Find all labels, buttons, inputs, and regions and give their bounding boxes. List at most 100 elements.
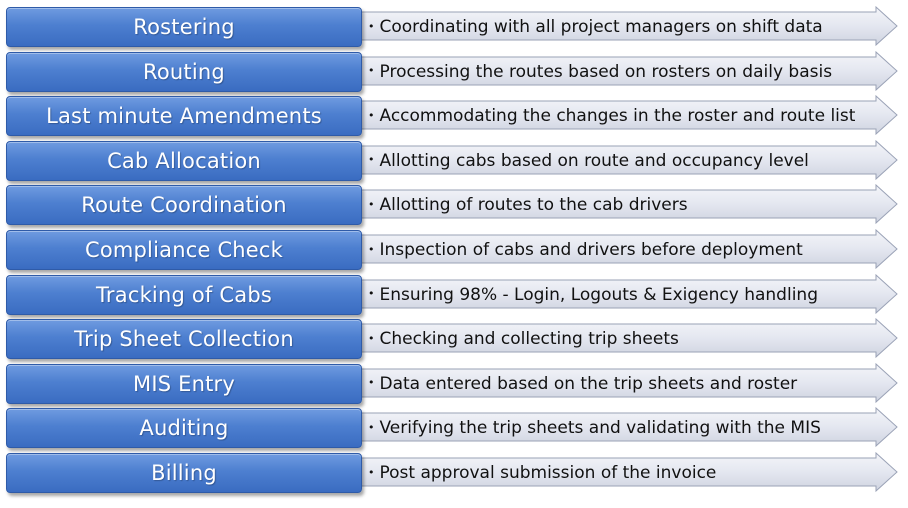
arrow-polygon <box>360 407 898 448</box>
step-description-row: • Allotting cabs based on route and occup… <box>368 140 880 182</box>
step-title: Trip Sheet Collection <box>74 327 294 352</box>
arrow-graphic <box>360 50 898 91</box>
step-arrow-shape <box>360 50 900 93</box>
step-row: MIS Entry • Data entered based on the trip… <box>0 362 908 405</box>
arrow-polygon <box>360 6 898 47</box>
step-title: Compliance Check <box>84 238 284 262</box>
arrow-polygon <box>360 95 898 136</box>
step-description-row: • Verifying the trip sheets and validatin… <box>368 407 880 449</box>
bullet-icon: • <box>368 19 375 33</box>
step-title-box: Last minute Amendments <box>6 96 362 137</box>
step-arrow-shape <box>360 273 900 316</box>
bullet-icon: • <box>368 153 375 167</box>
step-title-box: Route Coordination <box>6 185 362 226</box>
step-description-row: • Processing the routes based on rosters … <box>368 51 880 93</box>
bullet-icon: • <box>368 331 375 345</box>
arrow-polygon <box>360 229 898 270</box>
arrow-graphic <box>360 362 898 403</box>
arrow-graphic <box>360 184 898 225</box>
arrow-polygon <box>360 318 898 359</box>
step-arrow-shape <box>360 139 900 182</box>
arrow-polygon <box>360 50 898 91</box>
step-description: Verifying the trip sheets and validating… <box>379 418 821 439</box>
step-row: Last minute Amendments • Accommodating the… <box>0 95 908 137</box>
arrow-graphic <box>360 452 898 493</box>
step-title-box: Tracking of Cabs <box>6 274 362 315</box>
step-title: MIS Entry <box>133 371 235 396</box>
step-title-box: MIS Entry <box>6 363 362 404</box>
bullet-icon: • <box>368 197 375 211</box>
step-description: Checking and collecting trip sheets <box>379 329 679 350</box>
step-title: Last minute Amendments <box>46 104 322 129</box>
step-arrow-shape <box>360 184 900 226</box>
step-row: Compliance Check • Inspection of cabs and … <box>0 229 908 271</box>
step-title-box: Billing <box>6 453 362 493</box>
step-arrow-shape <box>360 95 900 137</box>
arrow-polygon <box>360 184 898 225</box>
step-row: Routing • Processing the routes based on r… <box>0 50 908 93</box>
step-description: Coordinating with all project managers o… <box>379 17 823 37</box>
step-arrow-shape <box>360 452 900 494</box>
arrow-polygon <box>360 362 898 403</box>
bullet-icon: • <box>368 242 375 256</box>
arrow-graphic <box>360 318 898 359</box>
step-arrow-shape <box>360 6 900 48</box>
arrow-polygon <box>360 273 898 314</box>
step-arrow-shape <box>360 362 900 405</box>
step-arrow-shape <box>360 318 900 360</box>
step-description: Inspection of cabs and drivers before de… <box>379 240 803 260</box>
step-row: Route Coordination • Allotting of routes t… <box>0 184 908 226</box>
step-title-box: Trip Sheet Collection <box>6 319 362 360</box>
bullet-icon: • <box>368 420 375 434</box>
arrow-polygon <box>360 452 898 493</box>
step-description: Allotting of routes to the cab drivers <box>379 195 688 216</box>
step-description-row: • Ensuring 98% - Login, Logouts & Exigenc… <box>368 274 880 316</box>
arrow-graphic <box>360 273 898 314</box>
step-description-row: • Data entered based on the trip sheets a… <box>368 363 880 405</box>
step-description-row: • Post approval submission of the invoice <box>368 452 880 494</box>
step-arrow-shape <box>360 407 900 449</box>
step-title: Route Coordination <box>81 193 287 218</box>
bullet-icon: • <box>368 287 375 301</box>
step-title: Billing <box>151 461 217 485</box>
arrow-polygon <box>360 139 898 180</box>
step-description-row: • Coordinating with all project managers … <box>368 6 880 48</box>
step-description: Accommodating the changes in the roster … <box>379 106 856 127</box>
step-row: Auditing • Verifying the trip sheets and v… <box>0 407 908 449</box>
bullet-icon: • <box>368 108 375 122</box>
step-title: Rostering <box>133 15 235 39</box>
step-title: Auditing <box>139 416 229 441</box>
step-row: Tracking of Cabs • Ensuring 98% - Login, L… <box>0 273 908 316</box>
step-row: Rostering • Coordinating with all project … <box>0 6 908 48</box>
step-title-box: Rostering <box>6 7 362 47</box>
step-description-row: • Accommodating the changes in the roster… <box>368 95 880 137</box>
step-row: Cab Allocation • Allotting cabs based on r… <box>0 139 908 182</box>
bullet-icon: • <box>368 376 375 390</box>
arrow-graphic <box>360 139 898 180</box>
step-row: Billing • Post approval submission of the … <box>0 452 908 494</box>
arrow-graphic <box>360 6 898 47</box>
step-title: Cab Allocation <box>107 148 261 173</box>
step-description: Data entered based on the trip sheets an… <box>379 373 798 394</box>
step-description: Processing the routes based on rosters o… <box>379 61 833 82</box>
step-title-box: Cab Allocation <box>6 140 362 181</box>
step-description-row: • Allotting of routes to the cab drivers <box>368 184 880 226</box>
step-title-box: Routing <box>6 51 362 92</box>
step-title: Tracking of Cabs <box>95 282 273 307</box>
step-title: Routing <box>143 59 225 84</box>
bullet-icon: • <box>368 64 375 78</box>
step-description-row: • Checking and collecting trip sheets <box>368 318 880 360</box>
step-description-row: • Inspection of cabs and drivers before d… <box>368 229 880 271</box>
step-description: Ensuring 98% - Login, Logouts & Exigency… <box>379 284 818 305</box>
step-description: Post approval submission of the invoice <box>379 463 717 483</box>
step-arrow-shape <box>360 229 900 271</box>
step-title-box: Compliance Check <box>6 230 362 270</box>
arrow-graphic <box>360 229 898 270</box>
arrow-graphic <box>360 95 898 136</box>
bullet-icon: • <box>368 465 375 479</box>
step-row: Trip Sheet Collection • Checking and colle… <box>0 318 908 360</box>
arrow-graphic <box>360 407 898 448</box>
step-title-box: Auditing <box>6 408 362 449</box>
step-description: Allotting cabs based on route and occupa… <box>379 150 809 171</box>
